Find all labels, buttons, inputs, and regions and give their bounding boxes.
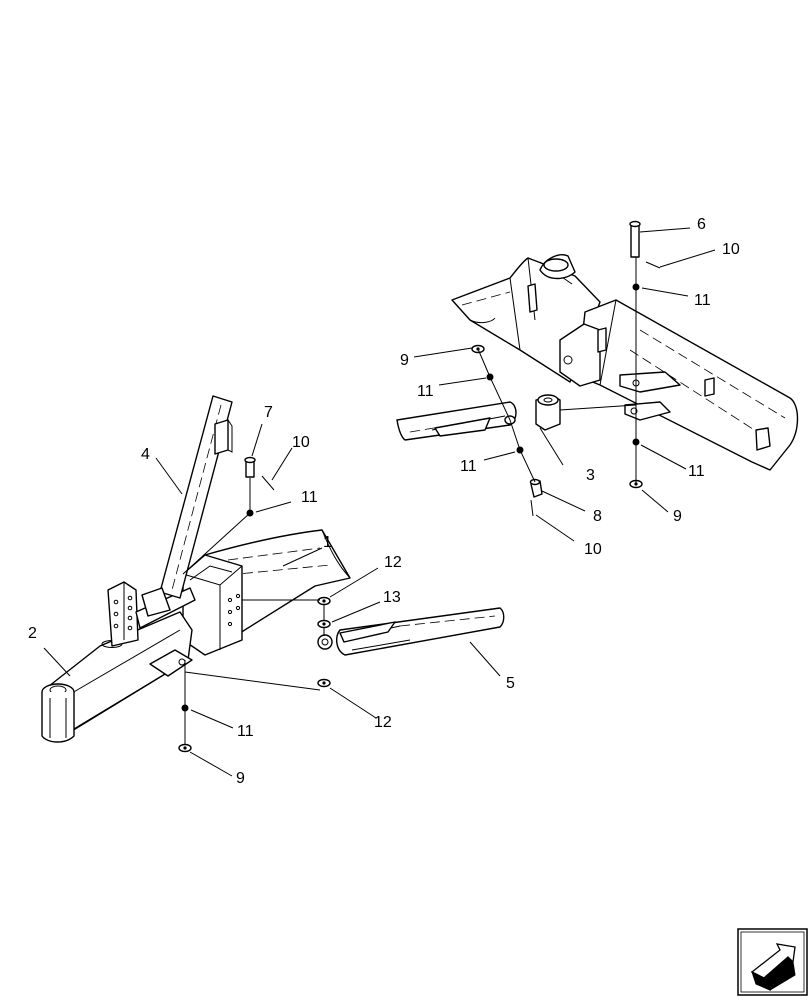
callout-13: 13	[383, 589, 401, 606]
part-5-rear-arm	[317, 607, 505, 656]
part-1-frame-tube	[182, 529, 351, 656]
callout-10a: 10	[292, 434, 310, 451]
callout-11a: 11	[417, 383, 434, 400]
callout-8: 8	[593, 508, 602, 525]
part-4-diagonal-arm	[141, 395, 233, 617]
callout-10c: 10	[584, 541, 602, 558]
callout-9b: 9	[236, 770, 245, 787]
right-front-arm	[396, 401, 517, 441]
callout-12a: 12	[384, 554, 402, 571]
left-assembly	[41, 395, 505, 753]
callout-9a: 9	[400, 352, 409, 369]
callout-12b: 12	[374, 714, 392, 731]
right-boom-tube	[559, 299, 799, 471]
left-hardware	[178, 456, 331, 753]
callout-2: 2	[28, 625, 37, 642]
callout-numbers: 1 2 3 4 5 6 7 8 9 9 9 10 10 10 11 11 11 …	[28, 216, 740, 787]
right-hardware	[471, 220, 661, 517]
callout-1: 1	[323, 534, 332, 551]
callout-4: 4	[141, 446, 150, 463]
callout-6: 6	[697, 216, 706, 233]
right-assembly	[396, 220, 799, 517]
callout-11e: 11	[301, 489, 318, 506]
callout-9c: 9	[673, 508, 682, 525]
callout-11c: 11	[460, 458, 477, 475]
part-2-hitch-tongue	[41, 581, 196, 743]
callout-11d: 11	[688, 463, 705, 480]
callout-11f: 11	[237, 723, 254, 740]
callout-5: 5	[506, 675, 515, 692]
exploded-view-arrow-icon[interactable]	[737, 928, 808, 996]
callout-3: 3	[586, 467, 595, 484]
callout-11b: 11	[694, 292, 711, 309]
callout-10b: 10	[722, 241, 740, 258]
part-3-coupler	[535, 394, 561, 431]
callout-7: 7	[264, 404, 273, 421]
leader-lines	[43, 227, 716, 777]
